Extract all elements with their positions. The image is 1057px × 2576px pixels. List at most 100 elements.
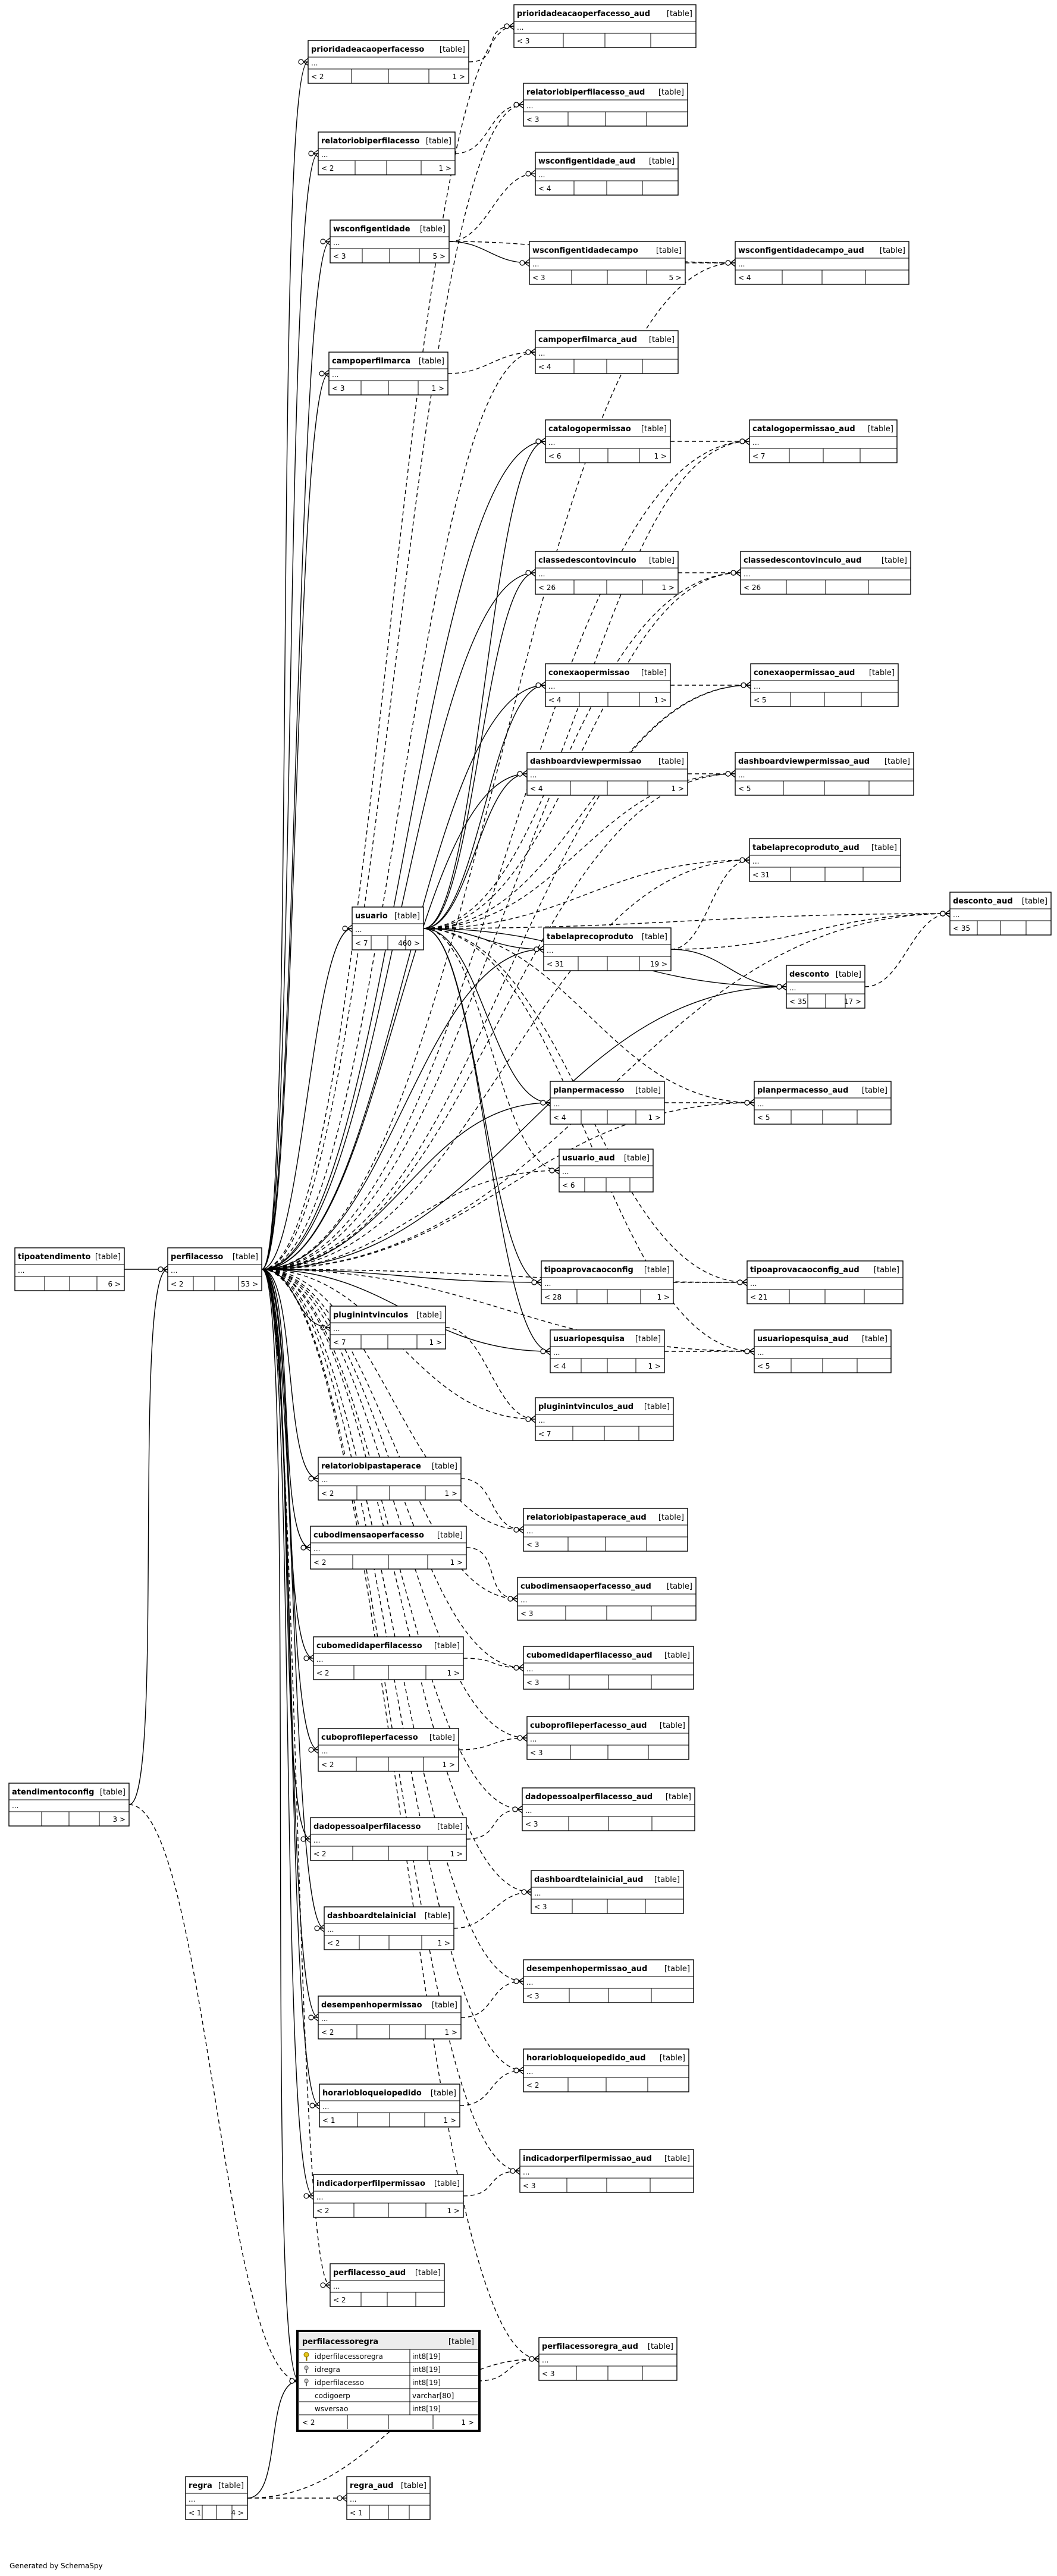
crowfoot-marker — [512, 1805, 523, 1813]
relationship-perfilacesso-to-perfilacessoregra — [261, 1269, 300, 2382]
table-planpermacesso_aud[interactable]: planpermacesso_aud[table]...< 5 — [754, 1081, 892, 1125]
foreign-key-icon — [304, 2379, 309, 2386]
table-dashboardviewpermissao_aud[interactable]: dashboardviewpermissao_aud[table]...< 5 — [735, 752, 914, 796]
relationship-campoperfilmarca-to-campoperfilmarca_aud — [447, 352, 536, 374]
table-dashboardtelainicial_aud[interactable]: dashboardtelainicial_aud[table]...< 3 — [531, 1870, 684, 1914]
relationship-usuario-to-dashboardviewpermissao_aud — [423, 773, 736, 929]
columns-ellipsis: ... — [538, 349, 545, 357]
children-count: 1 > — [654, 452, 667, 460]
relationship-perfilacesso-to-cuboprofileperfacesso — [261, 1269, 319, 1750]
relationship-perfilacesso-to-horariobloqueiopedido — [261, 1269, 320, 2106]
table-cubodimensaoperfacesso_aud[interactable]: cubodimensaoperfacesso_aud[table]...< 3 — [517, 1577, 697, 1621]
table-tag: [table] — [868, 425, 893, 434]
table-tabelaprecoproduto_aud[interactable]: tabelaprecoproduto_aud[table]...< 31 — [749, 838, 901, 882]
table-name: wsconfigentidadecampo_aud — [738, 246, 864, 255]
table-usuariopesquisa_aud[interactable]: usuariopesquisa_aud[table]...< 5 — [754, 1329, 892, 1373]
table-tag: [table] — [658, 88, 684, 97]
table-tag: [table] — [437, 1531, 463, 1540]
table-indicadorperfilpermissao_aud[interactable]: indicadorperfilpermissao_aud[table]...< … — [519, 2149, 694, 2193]
table-name: campoperfilmarca — [332, 357, 410, 366]
table-name: tabelaprecoproduto_aud — [752, 843, 860, 852]
table-regra_aud[interactable]: regra_aud[table]...< 1 — [346, 2476, 431, 2520]
crowfoot-marker — [342, 924, 353, 933]
crowfoot-marker — [308, 2013, 319, 2022]
table-pluginintvinculos_aud[interactable]: pluginintvinculos_aud[table]...< 7 — [535, 1397, 674, 1441]
table-tipoatendimento[interactable]: tipoatendimento[table]...6 > — [14, 1247, 125, 1291]
table-desempenhopermissao_aud[interactable]: desempenhopermissao_aud[table]...< 3 — [523, 1959, 694, 2003]
children-count: 1 > — [447, 2207, 460, 2215]
table-horariobloqueiopedido_aud[interactable]: horariobloqueiopedido_aud[table]...< 2 — [523, 2048, 689, 2092]
table-cuboprofileperfacesso_aud[interactable]: cuboprofileperfacesso_aud[table]...< 3 — [526, 1716, 689, 1760]
table-name: horariobloqueiopedido_aud — [526, 2054, 646, 2063]
parents-count: < 6 — [548, 452, 562, 460]
table-perfilacessoregra[interactable]: perfilacessoregra[table]idperfilacessore… — [296, 2330, 481, 2432]
table-atendimentoconfig[interactable]: atendimentoconfig[table]...3 > — [8, 1783, 130, 1827]
column-type: int8[19] — [412, 2365, 441, 2374]
table-classedescontovinculo_aud[interactable]: classedescontovinculo_aud[table]...< 26 — [740, 551, 911, 595]
crowfoot-marker — [300, 1835, 311, 1843]
table-conexaopermissao_aud[interactable]: conexaopermissao_aud[table]...< 5 — [750, 663, 899, 707]
table-cubomedidaperfilacesso_aud[interactable]: cubomedidaperfilacesso_aud[table]...< 3 — [523, 1646, 694, 1690]
table-relatoriobipastaperace_aud[interactable]: relatoriobipastaperace_aud[table]...< 3 — [523, 1508, 688, 1552]
parents-count: < 2 — [313, 1558, 327, 1567]
table-dadopessoalperfilacesso_aud[interactable]: dadopessoalperfilacesso_aud[table]...< 3 — [522, 1787, 695, 1831]
table-prioridadeacaoperfacesso_aud[interactable]: prioridadeacaoperfacesso_aud[table]...< … — [513, 4, 697, 48]
table-perfilacessoregra_aud[interactable]: perfilacessoregra_aud[table]...< 3 — [538, 2337, 678, 2381]
crowfoot-marker — [507, 1595, 518, 1603]
table-tag: [table] — [862, 1086, 887, 1095]
table-name: dashboardviewpermissao_aud — [738, 757, 870, 766]
table-name: desconto — [789, 970, 829, 979]
table-name: pluginintvinculos_aud — [538, 1402, 633, 1411]
crowfoot-marker — [320, 237, 331, 246]
table-campoperfilmarca_aud[interactable]: campoperfilmarca_aud[table]...< 4 — [535, 330, 679, 374]
table-catalogopermissao_aud[interactable]: catalogopermissao_aud[table]...< 7 — [749, 419, 898, 463]
children-count: 1 > — [442, 1761, 455, 1769]
table-wsconfigentidade_aud[interactable]: wsconfigentidade_aud[table]...< 4 — [535, 152, 679, 196]
crowfoot-marker — [517, 770, 528, 778]
table-tipoaprovacaoconfig_aud[interactable]: tipoaprovacaoconfig_aud[table]...< 21 — [747, 1260, 904, 1304]
table-wsconfigentidadecampo_aud[interactable]: wsconfigentidadecampo_aud[table]...< 4 — [735, 241, 909, 285]
table-desconto_aud[interactable]: desconto_aud[table]...< 35 — [949, 892, 1052, 936]
relationship-lines — [124, 22, 951, 2502]
table-tag: [table] — [420, 225, 446, 234]
columns-ellipsis: ... — [757, 1348, 764, 1357]
table-usuario_aud[interactable]: usuario_aud[table]...< 6 — [559, 1149, 654, 1193]
parents-count: < 35 — [789, 997, 807, 1006]
table-perfilacesso_aud[interactable]: perfilacesso_aud[table]...< 2 — [330, 2263, 445, 2307]
columns-ellipsis: ... — [327, 1925, 334, 1934]
parents-count: < 2 — [302, 2418, 315, 2427]
relationship-perfilacesso-to-conexaopermissao — [261, 685, 546, 1270]
children-count: 1 > — [438, 164, 451, 172]
table-tag: [table] — [664, 1651, 690, 1660]
table-tag: [table] — [664, 1965, 690, 1973]
table-relatoriobiperfilacesso_aud[interactable]: relatoriobiperfilacesso_aud[table]...< 3 — [523, 83, 688, 127]
crowfoot-marker — [540, 1099, 551, 1107]
